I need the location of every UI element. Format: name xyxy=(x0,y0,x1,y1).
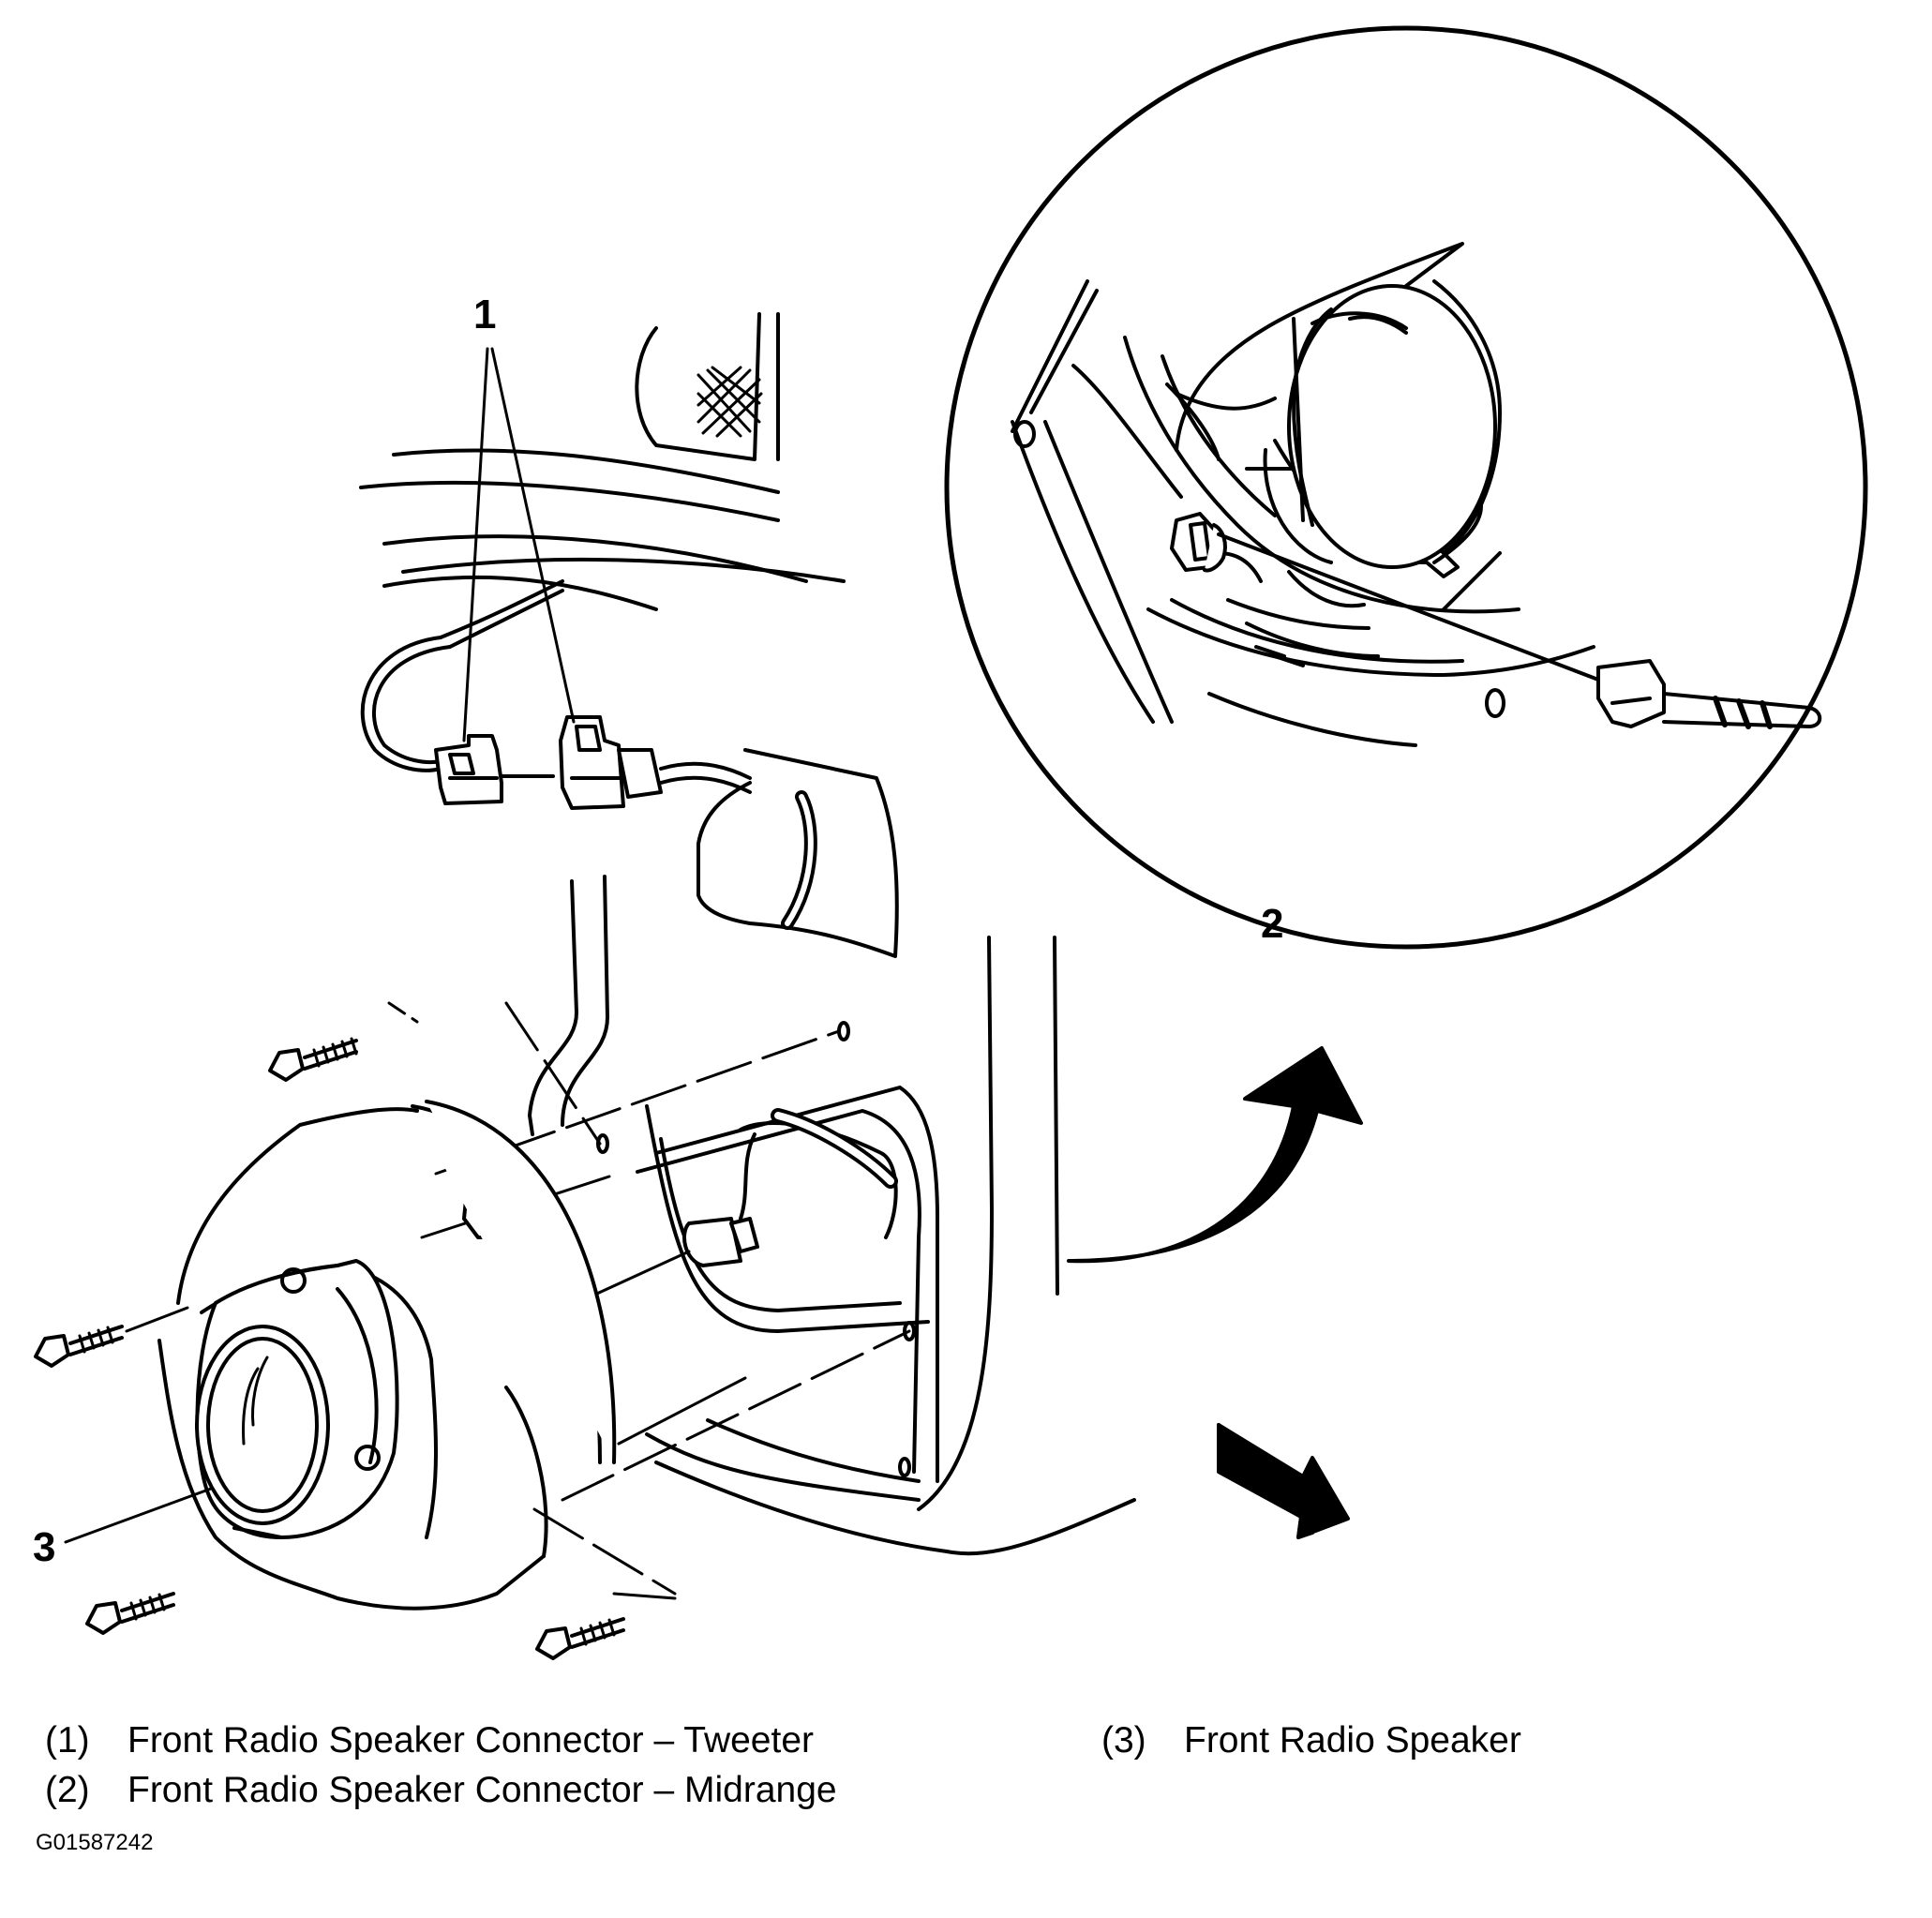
inset-wire-line xyxy=(1217,532,1600,682)
upper-door-panel xyxy=(359,312,846,611)
midrange-connector-door xyxy=(682,1217,759,1267)
tweeter-connector-right xyxy=(559,715,663,810)
wire-loom-upper xyxy=(659,748,899,958)
tweeter-wiring xyxy=(360,579,564,778)
callout-2: 2 xyxy=(1261,901,1283,947)
callout-3: 3 xyxy=(33,1524,55,1570)
screw-bottom-left xyxy=(85,1592,175,1635)
front-direction-arrow xyxy=(1217,1423,1350,1539)
callout-1: 1 xyxy=(473,292,496,337)
front-radio-speaker xyxy=(157,1107,548,1611)
legend-number: (3) xyxy=(1101,1720,1146,1761)
legend-item-3: (3) Front Radio Speaker xyxy=(1101,1720,1521,1761)
inset-harness-connector xyxy=(1596,659,1666,728)
legend-item-1: (1) Front Radio Speaker Connector – Tweet… xyxy=(45,1720,814,1761)
legend-item-2: (2) Front Radio Speaker Connector – Midra… xyxy=(45,1770,837,1811)
inset-speaker-cone xyxy=(1287,279,1502,569)
door-wire-harness xyxy=(739,1108,898,1239)
door-frame-lines xyxy=(528,875,1059,1511)
zoom-arrow xyxy=(1067,1046,1363,1264)
legend-number: (1) xyxy=(45,1720,90,1761)
inset-detail xyxy=(944,25,1868,950)
legend-text: Front Radio Speaker Connector – Tweeter xyxy=(127,1720,815,1761)
tweeter-grille xyxy=(696,366,763,438)
figure-id: G01587242 xyxy=(36,1830,154,1855)
speaker-opening xyxy=(596,1021,1136,1556)
mounting-bracket xyxy=(411,1100,617,1464)
speaker-exploded-view: 1 2 3 xyxy=(33,25,1868,1660)
screw-middle-left xyxy=(34,1325,124,1368)
legend-text: Front Radio Speaker Connector – Midrange xyxy=(127,1770,837,1810)
tweeter-connector-left xyxy=(434,734,503,805)
inset-harness-wire xyxy=(1662,692,1822,729)
inset-midrange-connector xyxy=(1170,512,1227,573)
legend-number: (2) xyxy=(45,1770,90,1810)
screw-bottom-right xyxy=(535,1617,625,1660)
screw-top-left xyxy=(268,1037,358,1082)
legend-text: Front Radio Speaker xyxy=(1184,1720,1521,1761)
